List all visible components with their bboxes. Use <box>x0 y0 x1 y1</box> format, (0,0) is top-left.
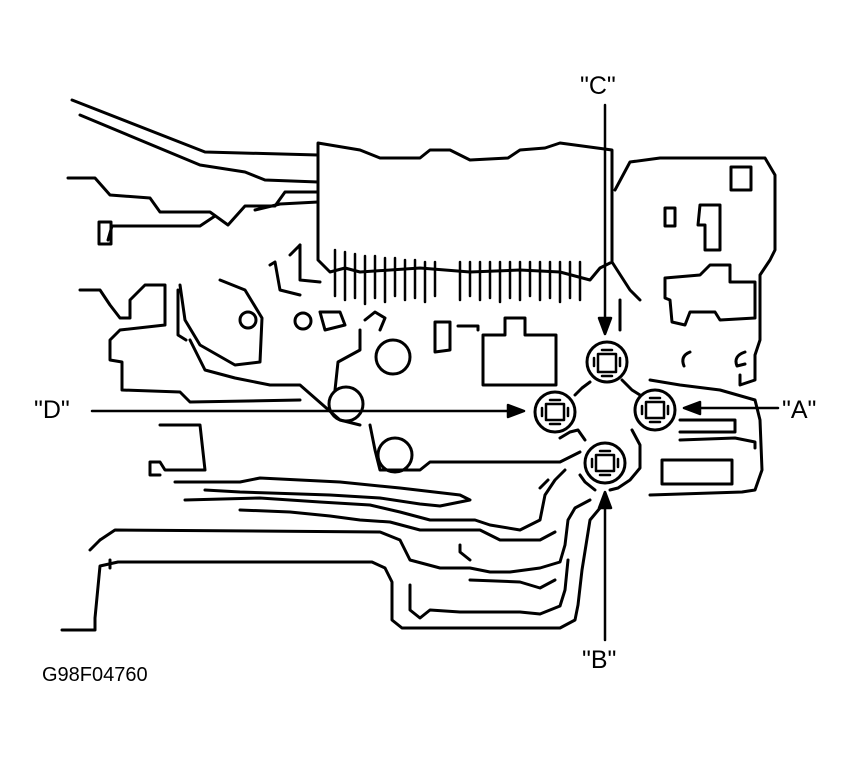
center-cavities <box>148 316 558 477</box>
callout-arrows <box>90 103 780 642</box>
callout-label-c: "C" <box>580 72 616 100</box>
callout-label-a: "A" <box>782 396 817 424</box>
upper-left-passages <box>66 98 320 246</box>
check-ball-c <box>585 340 629 384</box>
left-passages <box>78 278 387 427</box>
center-bores <box>327 328 582 474</box>
center-passage-walls <box>558 378 642 492</box>
right-housing <box>610 156 777 497</box>
check-ball-d <box>533 390 577 434</box>
lower-passages <box>60 468 602 632</box>
upper-housing <box>268 141 614 306</box>
check-ball-a <box>633 388 677 432</box>
callout-label-b: "B" <box>582 646 617 674</box>
check-ball-b <box>583 441 627 485</box>
callout-label-d: "D" <box>34 396 70 424</box>
figure-code: G98F04760 <box>42 664 148 686</box>
